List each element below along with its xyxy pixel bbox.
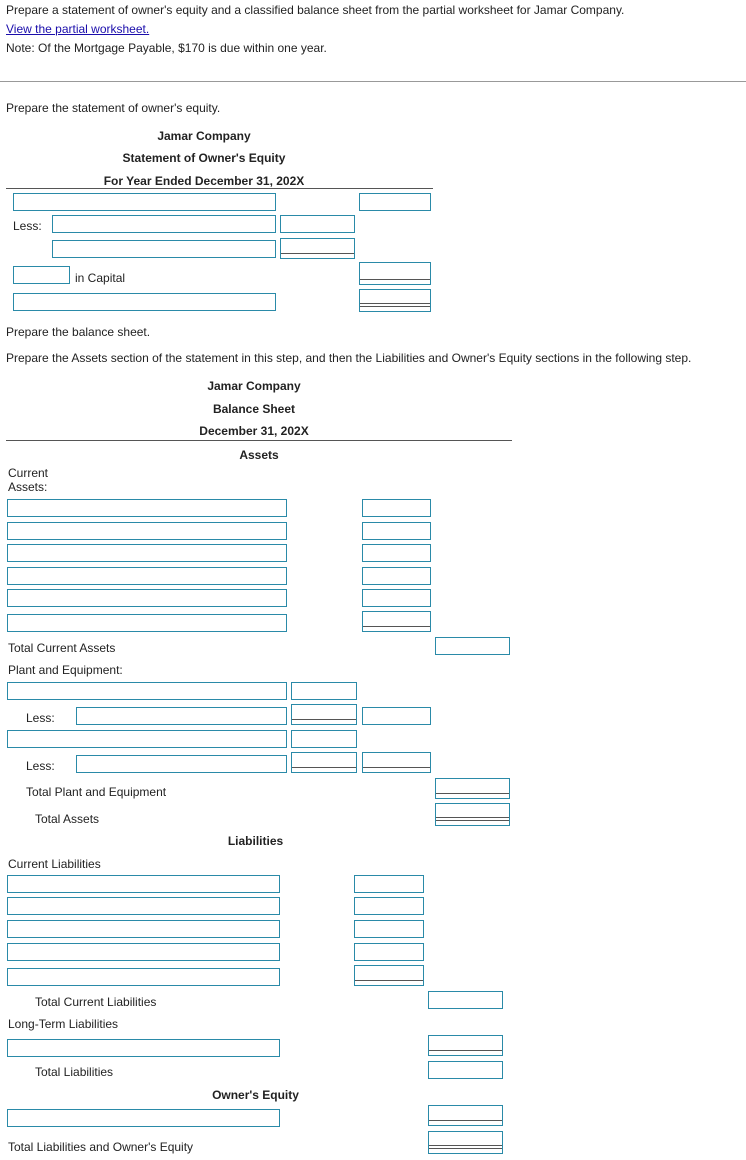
soe-in-capital-label: in Capital	[75, 271, 126, 285]
current-liability-1-amount-input[interactable]	[354, 875, 424, 893]
current-asset-1-amount-input[interactable]	[362, 499, 431, 517]
current-assets-label-line2: Assets:	[8, 480, 48, 494]
soe-company-name: Jamar Company	[157, 129, 251, 143]
soe-change-amount-input[interactable]	[359, 262, 431, 285]
plant-less-2-input[interactable]	[76, 755, 287, 773]
total-liabilities-label: Total Liabilities	[35, 1065, 114, 1079]
total-plant-equipment-input[interactable]	[435, 778, 510, 799]
current-assets-label-line1: Current	[8, 466, 49, 480]
current-asset-3-amount-input[interactable]	[362, 544, 431, 562]
soe-less-label: Less:	[13, 219, 42, 233]
current-asset-5-amount-input[interactable]	[362, 589, 431, 607]
bs-title: Balance Sheet	[212, 402, 296, 416]
long-term-liability-amount-input[interactable]	[428, 1035, 503, 1056]
assets-heading: Assets	[239, 448, 279, 462]
current-asset-1-input[interactable]	[7, 499, 287, 517]
soe-change-type-input[interactable]	[13, 266, 70, 284]
plant-asset-2-input[interactable]	[7, 730, 287, 748]
total-current-assets-label: Total Current Assets	[8, 641, 116, 655]
plant-asset-1-input[interactable]	[7, 682, 287, 700]
current-asset-6-input[interactable]	[7, 614, 287, 632]
bs-step-note: Prepare the Assets section of the statem…	[6, 351, 692, 365]
total-assets-input[interactable]	[435, 803, 510, 826]
plant-less-2-label: Less:	[26, 759, 55, 773]
total-current-liabilities-input[interactable]	[428, 991, 503, 1009]
current-asset-6-amount-input[interactable]	[362, 611, 431, 632]
total-liab-oe-input[interactable]	[428, 1131, 503, 1154]
bs-date: December 31, 202X	[199, 424, 309, 438]
soe-less-amount-1-input[interactable]	[280, 215, 355, 233]
current-asset-4-input[interactable]	[7, 567, 287, 585]
instruction-text: Prepare a statement of owner's equity an…	[6, 3, 625, 17]
long-term-liabilities-label: Long-Term Liabilities	[8, 1017, 119, 1031]
owners-equity-input[interactable]	[7, 1109, 280, 1127]
current-asset-3-input[interactable]	[7, 544, 287, 562]
plant-asset-1-cost-input[interactable]	[291, 682, 357, 700]
plant-less-2-amount-input[interactable]	[291, 752, 357, 773]
current-liabilities-label: Current Liabilities	[8, 857, 101, 871]
soe-title: Statement of Owner's Equity	[122, 151, 286, 165]
total-current-assets-input[interactable]	[435, 637, 510, 655]
owners-equity-heading: Owner's Equity	[212, 1088, 299, 1102]
mortgage-note: Note: Of the Mortgage Payable, $170 is d…	[6, 41, 327, 55]
section-divider	[0, 81, 746, 82]
soe-beginning-capital-amount-input[interactable]	[359, 193, 431, 211]
bs-company-name: Jamar Company	[207, 379, 301, 393]
soe-beginning-capital-label-input[interactable]	[13, 193, 276, 211]
total-liab-oe-label: Total Liabilities and Owner's Equity	[8, 1140, 194, 1154]
plant-equipment-label: Plant and Equipment:	[8, 663, 123, 677]
soe-less-amount-2-input[interactable]	[280, 238, 355, 259]
plant-less-1-input[interactable]	[76, 707, 287, 725]
current-liability-3-amount-input[interactable]	[354, 920, 424, 938]
current-asset-2-amount-input[interactable]	[362, 522, 431, 540]
soe-period: For Year Ended December 31, 202X	[103, 174, 305, 188]
current-liability-3-input[interactable]	[7, 920, 280, 938]
current-liability-5-amount-input[interactable]	[354, 965, 424, 986]
current-liability-1-input[interactable]	[7, 875, 280, 893]
bs-prompt: Prepare the balance sheet.	[6, 325, 151, 339]
bs-header-rule	[6, 440, 512, 441]
liabilities-heading: Liabilities	[227, 834, 284, 848]
total-plant-equipment-label: Total Plant and Equipment	[26, 785, 167, 799]
soe-less-item-2-input[interactable]	[52, 240, 276, 258]
plant-less-1-label: Less:	[26, 711, 55, 725]
current-liability-4-amount-input[interactable]	[354, 943, 424, 961]
soe-ending-capital-label-input[interactable]	[13, 293, 276, 311]
current-liability-4-input[interactable]	[7, 943, 280, 961]
current-asset-2-input[interactable]	[7, 522, 287, 540]
total-liabilities-input[interactable]	[428, 1061, 503, 1079]
plant-asset-2-cost-input[interactable]	[291, 730, 357, 748]
owners-equity-amount-input[interactable]	[428, 1105, 503, 1126]
soe-less-item-1-input[interactable]	[52, 215, 276, 233]
current-asset-4-amount-input[interactable]	[362, 567, 431, 585]
soe-ending-capital-amount-input[interactable]	[359, 289, 431, 312]
plant-less-1-amount-input[interactable]	[291, 704, 357, 725]
long-term-liability-input[interactable]	[7, 1039, 280, 1057]
soe-prompt: Prepare the statement of owner's equity.	[6, 101, 221, 115]
soe-header-rule	[6, 188, 433, 189]
total-current-liabilities-label: Total Current Liabilities	[35, 995, 157, 1009]
current-asset-5-input[interactable]	[7, 589, 287, 607]
current-liability-5-input[interactable]	[7, 968, 280, 986]
total-assets-label: Total Assets	[35, 812, 100, 826]
current-liability-2-input[interactable]	[7, 897, 280, 915]
view-worksheet-link[interactable]: View the partial worksheet.	[6, 22, 150, 36]
plant-asset-1-net-input[interactable]	[362, 707, 431, 725]
current-liability-2-amount-input[interactable]	[354, 897, 424, 915]
plant-asset-2-net-input[interactable]	[362, 752, 431, 773]
